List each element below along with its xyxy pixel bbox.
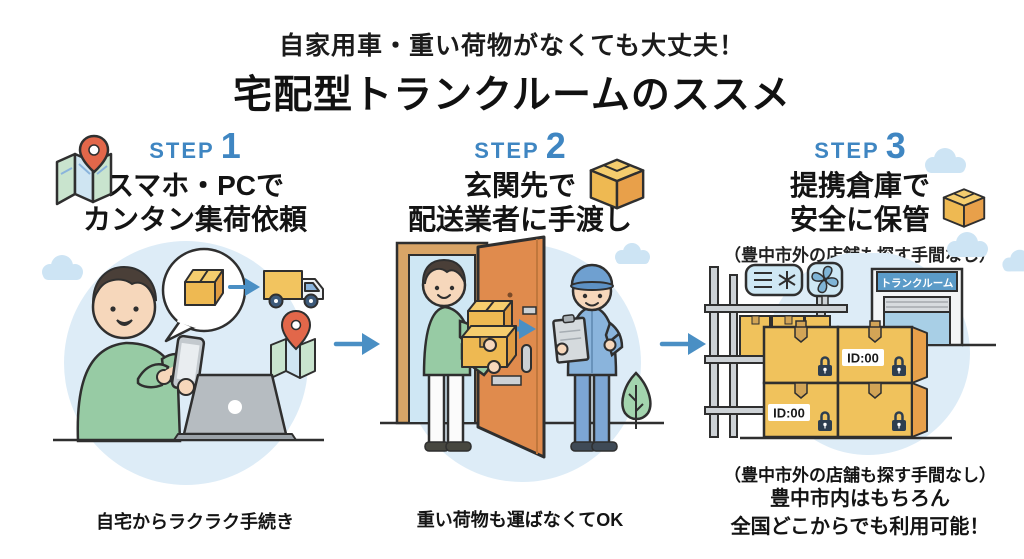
hair bbox=[421, 258, 466, 284]
held-boxes bbox=[461, 300, 517, 368]
id-label bbox=[842, 349, 884, 366]
mail-slot bbox=[491, 375, 522, 386]
step-number: 2 bbox=[545, 125, 566, 166]
step-1-section: STEP 1 スマホ・PCで カンタン集荷依頼 bbox=[35, 128, 355, 237]
smile bbox=[116, 319, 133, 326]
map-roads bbox=[60, 163, 108, 175]
step-3-heading-line1: 提携倉庫で bbox=[789, 170, 930, 201]
cap-brim bbox=[570, 281, 614, 291]
step-3-section: STEP 3 提携倉庫で 安全に保管 （豊中市外の店舗も探す手間なし） bbox=[702, 128, 1018, 266]
cloud-icon bbox=[615, 243, 650, 264]
step-1-heading-line1: スマホ・PCで bbox=[105, 170, 285, 201]
hand bbox=[483, 338, 497, 352]
cloud-icon bbox=[42, 255, 83, 280]
delivery-truck-icon bbox=[263, 270, 324, 309]
step-2-caption: 重い荷物も運ばなくてOK bbox=[416, 510, 624, 530]
arrow-right-icon bbox=[228, 278, 260, 296]
arrow-right-icon bbox=[659, 333, 706, 355]
step-1-heading: スマホ・PCで カンタン集荷依頼 bbox=[35, 169, 355, 237]
smartphone bbox=[170, 334, 206, 392]
box-icon bbox=[942, 188, 986, 228]
hand bbox=[603, 338, 617, 352]
step-2-heading-line1: 玄関先で bbox=[463, 170, 576, 201]
step-3-caption-line2: 全国どこからでも利用可能！ bbox=[730, 516, 990, 538]
snowflake-icon bbox=[778, 271, 796, 289]
illustration-step1 bbox=[42, 241, 324, 485]
fan-icon bbox=[806, 261, 844, 306]
step-word: STEP bbox=[474, 138, 540, 163]
clipboard bbox=[552, 314, 590, 364]
step-number: 1 bbox=[220, 125, 241, 166]
step-word: STEP bbox=[814, 138, 880, 163]
smile bbox=[585, 302, 599, 307]
cloud-icon bbox=[947, 232, 988, 257]
hand bbox=[555, 342, 569, 356]
tree-icon bbox=[621, 371, 652, 429]
step-1-caption: 自宅からラクラク手続き bbox=[96, 512, 294, 532]
person-customer bbox=[76, 265, 196, 443]
hand bbox=[487, 360, 501, 374]
cloud-icon bbox=[1002, 249, 1024, 272]
step-3-caption: 豊中市内はもちろん 全国どこからでも利用可能！ bbox=[702, 485, 1018, 541]
cap bbox=[570, 263, 614, 287]
illustration-step2 bbox=[380, 235, 664, 482]
map-icon bbox=[55, 134, 113, 206]
step-3-caption-line1: 豊中市内はもちろん bbox=[770, 488, 950, 510]
peephole bbox=[507, 292, 513, 298]
step-3-heading-line2: 安全に保管 bbox=[789, 204, 930, 235]
step-1-label: STEP 1 bbox=[35, 128, 355, 164]
storage-boxes: ID:00 ID:00 bbox=[762, 320, 928, 439]
step-3-heading: 提携倉庫で 安全に保管 bbox=[702, 169, 1018, 237]
step-3-caption-note: （豊中市外の店舗も探す手間なし） bbox=[724, 466, 996, 485]
title-subtitle: 自家用車・重い荷物がなくても大丈夫！ bbox=[278, 32, 745, 60]
step-2-section: STEP 2 玄関先で 配送業者に手渡し bbox=[370, 128, 670, 237]
warehouse-sign bbox=[876, 271, 958, 292]
location-pin-icon bbox=[280, 309, 312, 351]
step-1-heading-line2: カンタン集荷依頼 bbox=[82, 204, 307, 235]
cardboard-box-icon bbox=[184, 269, 224, 306]
step-word: STEP bbox=[149, 138, 215, 163]
door-latch bbox=[522, 306, 537, 315]
smile bbox=[437, 294, 451, 299]
cloud-icon bbox=[925, 148, 966, 173]
map-icon bbox=[270, 338, 316, 379]
box-icon bbox=[589, 158, 645, 210]
laptop bbox=[173, 373, 297, 441]
hand bbox=[177, 378, 195, 396]
location-pin-icon bbox=[78, 134, 110, 174]
id-label-text: ID:00 bbox=[773, 406, 805, 421]
delivery-person bbox=[552, 263, 624, 452]
climate-control-icon bbox=[744, 263, 804, 297]
step-3-label: STEP 3 bbox=[702, 128, 1018, 164]
step-2-heading: 玄関先で 配送業者に手渡し bbox=[370, 169, 670, 237]
page-title: 宅配型トランクルームのススメ bbox=[233, 74, 791, 117]
warehouse-sign-label: トランクルーム bbox=[881, 278, 954, 290]
shutter bbox=[883, 296, 951, 313]
title-block: 自家用車・重い荷物がなくても大丈夫！ 宅配型トランクルームのススメ bbox=[0, 26, 1024, 120]
step-2-label: STEP 2 bbox=[370, 128, 670, 164]
door-handle bbox=[521, 344, 532, 373]
hair bbox=[92, 265, 157, 304]
id-label bbox=[768, 404, 810, 421]
person-resident bbox=[421, 258, 517, 452]
id-label-text: ID:00 bbox=[847, 351, 879, 366]
arrow-right-icon bbox=[333, 333, 380, 355]
step-number: 3 bbox=[885, 125, 906, 166]
step-2-heading-line2: 配送業者に手渡し bbox=[407, 204, 632, 235]
illustration-step3: トランクルーム ID:00 ID:00 bbox=[704, 253, 996, 455]
